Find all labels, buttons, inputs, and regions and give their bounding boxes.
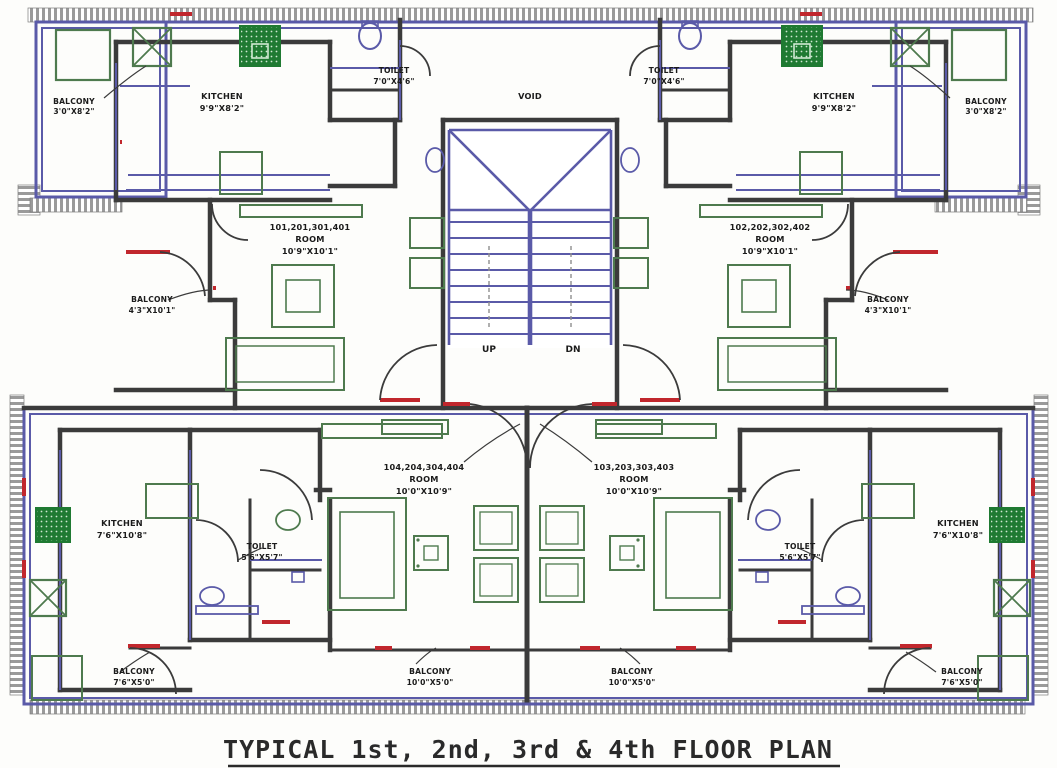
label-room-104-size: 10'0"X10'9" [396, 486, 452, 496]
balcony-planter-bl [31, 655, 83, 701]
sofa-tr [717, 337, 837, 391]
page-title: TYPICAL 1st, 2nd, 3rd & 4th FLOOR PLAN [223, 735, 833, 764]
basin-tl [425, 147, 445, 173]
label-toilet-tl-name: TOILET [379, 66, 410, 75]
label-kitchen-br-size: 7'6"X10'8" [933, 530, 983, 540]
kitchen-appliance-tl [131, 26, 173, 68]
label-toilet-tr-name: TOILET [649, 66, 680, 75]
label-room-103-size: 10'0"X10'9" [606, 486, 662, 496]
kitchen-stove-tr [781, 25, 823, 67]
label-toilet-bl-size: 5'6"X5'7" [241, 553, 282, 562]
label-room-102-units: 102,202,302,402 [730, 222, 811, 232]
label-kitchen-tl-name: KITCHEN [201, 91, 243, 101]
label-balcony-bl-name: BALCONY [113, 667, 155, 676]
label-kitchen-tl-size: 9'9"X8'2" [200, 103, 244, 113]
label-balcony-bl-size: 7'6"X5'0" [113, 678, 154, 687]
wc-tl [358, 20, 382, 50]
sofa-tl [225, 337, 345, 391]
room-labels: BALCONY 3'0"X8'2" KITCHEN 9'9"X8'2" TOIL… [53, 66, 1007, 687]
wardrobe-tl [239, 204, 363, 218]
bed-tl [271, 264, 335, 328]
stair-down-label: DN [565, 345, 580, 355]
label-balcony-bcl-size: 10'0"X5'0" [407, 678, 454, 687]
label-kitchen-bl-size: 7'6"X10'8" [97, 530, 147, 540]
blue-partitions [59, 27, 1001, 690]
kitchen-stove-bl [35, 507, 71, 543]
wardrobe-tr [699, 204, 823, 218]
leader-lines [103, 65, 951, 673]
counter-br [861, 483, 915, 519]
label-balcony-tr-name: BALCONY [965, 97, 1007, 106]
label-toilet-tl-size: 7'0"X4'6" [373, 77, 414, 86]
wardrobe-br [595, 423, 717, 439]
label-kitchen-bl-name: KITCHEN [101, 518, 143, 528]
kitchen-appliance-bl [28, 578, 68, 618]
wc-bl [195, 509, 305, 615]
kitchen-stove-br [989, 507, 1025, 543]
wc-br [755, 509, 865, 615]
balcony-planter-br [977, 655, 1029, 701]
label-kitchen-tr-name: KITCHEN [813, 91, 855, 101]
label-balcony-mr-name: BALCONY [867, 295, 909, 304]
label-room-102-size: 10'9"X10'1" [742, 246, 798, 256]
nightstand-bl [413, 535, 449, 571]
wardrobe-bl [321, 423, 443, 439]
kitchen-stove-tl [239, 25, 281, 67]
label-kitchen-br-name: KITCHEN [937, 518, 979, 528]
label-toilet-br-size: 5'6"X5'7" [779, 553, 820, 562]
bed-tr [727, 264, 791, 328]
chair-row-tl [409, 217, 649, 289]
label-balcony-mr-size: 4'3"X10'1" [865, 306, 912, 315]
stair-up-label: UP [482, 345, 496, 355]
label-balcony-bcr-size: 10'0"X5'0" [609, 678, 656, 687]
kitchen-counter-box-tr [799, 151, 843, 195]
site-hatching [9, 7, 1049, 715]
label-balcony-bcr-name: BALCONY [611, 667, 653, 676]
dining-chairs-right [539, 505, 585, 603]
label-balcony-br-size: 7'6"X5'0" [941, 678, 982, 687]
label-balcony-tl-size: 3'0"X8'2" [53, 107, 94, 116]
bed-bl [327, 497, 407, 611]
label-room-104-units: 104,204,304,404 [384, 462, 465, 472]
bed-br [653, 497, 733, 611]
label-balcony-tl-name: BALCONY [53, 97, 95, 106]
label-room-104-name: ROOM [409, 474, 438, 484]
basin-tr [620, 147, 640, 173]
wc-tr [678, 20, 702, 50]
kitchen-appliance-br [992, 578, 1032, 618]
kitchen-counter-box-tl [219, 151, 263, 195]
label-room-102-name: ROOM [755, 234, 784, 244]
label-balcony-tr-size: 3'0"X8'2" [965, 107, 1006, 116]
counter-bl [145, 483, 199, 519]
label-room-101-size: 10'9"X10'1" [282, 246, 338, 256]
plan-title-group: TYPICAL 1st, 2nd, 3rd & 4th FLOOR PLAN [223, 735, 840, 768]
balcony-planter-tr [950, 28, 1008, 82]
label-balcony-ml-size: 4'3"X10'1" [129, 306, 176, 315]
fixtures-and-furniture [28, 20, 1032, 701]
label-void: VOID [518, 91, 542, 101]
label-room-103-units: 103,203,303,403 [594, 462, 675, 472]
label-toilet-br-name: TOILET [785, 542, 816, 551]
label-balcony-bcl-name: BALCONY [409, 667, 451, 676]
label-toilet-bl-name: TOILET [247, 542, 278, 551]
doors [22, 12, 1035, 695]
balcony-planter-tl [54, 28, 112, 82]
label-room-103-name: ROOM [619, 474, 648, 484]
label-balcony-ml-name: BALCONY [131, 295, 173, 304]
label-kitchen-tr-size: 9'9"X8'2" [812, 103, 856, 113]
nightstand-br [609, 535, 645, 571]
label-balcony-br-name: BALCONY [941, 667, 983, 676]
side-table-tl [381, 419, 449, 435]
dining-chairs-left [473, 505, 519, 603]
label-room-101-units: 101,201,301,401 [270, 222, 351, 232]
staircase: UP DN [447, 128, 613, 355]
label-toilet-tr-size: 7'0"X4'6" [643, 77, 684, 86]
label-room-101-name: ROOM [295, 234, 324, 244]
